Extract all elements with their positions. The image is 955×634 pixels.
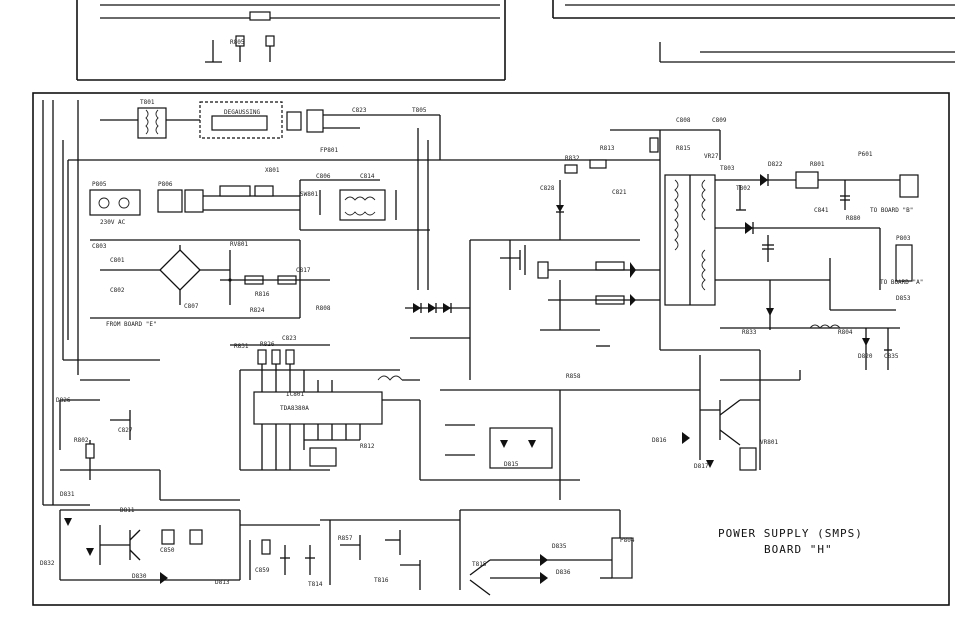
label-c835: C835 [884, 353, 899, 360]
label-r813: R813 [600, 145, 615, 152]
label-c808: C808 [676, 117, 691, 124]
label-d820: D820 [858, 353, 873, 360]
label-c801: C801 [110, 257, 125, 264]
label-r801: R801 [810, 161, 825, 168]
label-vr801: VR801 [760, 439, 778, 446]
label-d836: D836 [556, 569, 571, 576]
label-d830: D830 [132, 573, 147, 580]
title-line-2: BOARD "H" [764, 543, 833, 556]
label-t803: T803 [720, 165, 735, 172]
label-degaussing: DEGAUSSING [224, 109, 261, 116]
regulator-section [419, 345, 801, 500]
label-fp801: FP801 [320, 147, 338, 154]
label-d826: D826 [56, 397, 71, 404]
secondary-outputs [715, 171, 919, 370]
label-c859: C859 [255, 567, 270, 574]
top-center-wiring [439, 115, 721, 350]
label-p804: P804 [620, 537, 635, 544]
left-mid-section [59, 359, 240, 501]
bridge-rectifier [90, 239, 330, 319]
label-c828: C828 [540, 185, 555, 192]
label-r831: R831 [234, 343, 249, 350]
standby-transformer [100, 107, 200, 139]
label-t814: T814 [308, 581, 323, 588]
label-from-board-e: FROM BOARD "E" [106, 321, 157, 328]
label-d813: D813 [215, 579, 230, 586]
label-ic801: IC801 [286, 391, 304, 398]
label-r812: R812 [360, 443, 375, 450]
label-d831: D831 [60, 491, 75, 498]
label-r832: R832 [565, 155, 580, 162]
label-to-board-b: TO BOARD "B" [870, 207, 913, 214]
label-c823-top: C823 [352, 107, 367, 114]
label-c841: C841 [814, 207, 829, 214]
label-vr27: VR27 [704, 153, 719, 160]
label-p803: P803 [896, 235, 911, 242]
label-p805: P805 [92, 181, 107, 188]
label-c817: C817 [296, 267, 311, 274]
label-d832: D832 [40, 560, 55, 567]
top-fragment-right [552, 0, 955, 63]
diode-row [405, 303, 470, 339]
label-c850: C850 [160, 547, 175, 554]
ic801 [230, 344, 420, 471]
label-c809: C809 [712, 117, 727, 124]
label-t816: T816 [374, 577, 389, 584]
label-d835: D835 [552, 543, 567, 550]
label-x801: X801 [265, 167, 280, 174]
switch-transistor-area [469, 180, 660, 380]
label-p601: P601 [858, 151, 873, 158]
label-d815: D815 [504, 461, 519, 468]
label-r833: R833 [742, 329, 757, 336]
label-c821: C821 [612, 189, 627, 196]
label-c806: C806 [316, 173, 331, 180]
left-rails [42, 100, 90, 506]
label-r804: R804 [838, 329, 853, 336]
label-d816: D816 [652, 437, 667, 444]
l802 [377, 375, 420, 381]
label-to-board-a: TO BOARD "A" [880, 279, 923, 286]
label-r808: R808 [316, 305, 331, 312]
label-d822: D822 [768, 161, 783, 168]
label-c807: C807 [184, 303, 199, 310]
label-c827: C827 [118, 427, 133, 434]
label-r826: R826 [260, 341, 275, 348]
label-c823: C823 [282, 335, 297, 342]
label-d817: D817 [694, 463, 709, 470]
label-c802: C802 [110, 287, 125, 294]
schematic-frame [32, 92, 950, 606]
label-t802: T802 [736, 185, 751, 192]
label-r816: R816 [255, 291, 270, 298]
mains-input [67, 128, 440, 340]
label-r805: R805 [230, 39, 245, 46]
label-r802: R802 [74, 437, 89, 444]
degaussing-block [199, 101, 440, 139]
label-t815: T815 [472, 561, 487, 568]
label-d811: D811 [120, 507, 135, 514]
label-230v: 230V AC [100, 219, 126, 226]
label-r858: R858 [566, 373, 581, 380]
standby-section [59, 509, 633, 596]
label-r857: R857 [338, 535, 353, 542]
label-rv801: RV801 [230, 241, 248, 248]
label-t805: T805 [412, 107, 427, 114]
label-c803: C803 [92, 243, 107, 250]
label-d853: D853 [896, 295, 911, 302]
label-t801: T801 [140, 99, 155, 106]
label-r824: R824 [250, 307, 265, 314]
label-r815: R815 [676, 145, 691, 152]
top-fragment-left [76, 0, 506, 81]
label-p806: P806 [158, 181, 173, 188]
label-c814: C814 [360, 173, 375, 180]
label-sw801: SW801 [300, 191, 318, 198]
title-line-1: POWER SUPPLY (SMPS) [718, 527, 863, 540]
label-r880: R880 [846, 215, 861, 222]
label-tda: TDA8380A [280, 405, 309, 412]
main-transformer [664, 174, 716, 306]
